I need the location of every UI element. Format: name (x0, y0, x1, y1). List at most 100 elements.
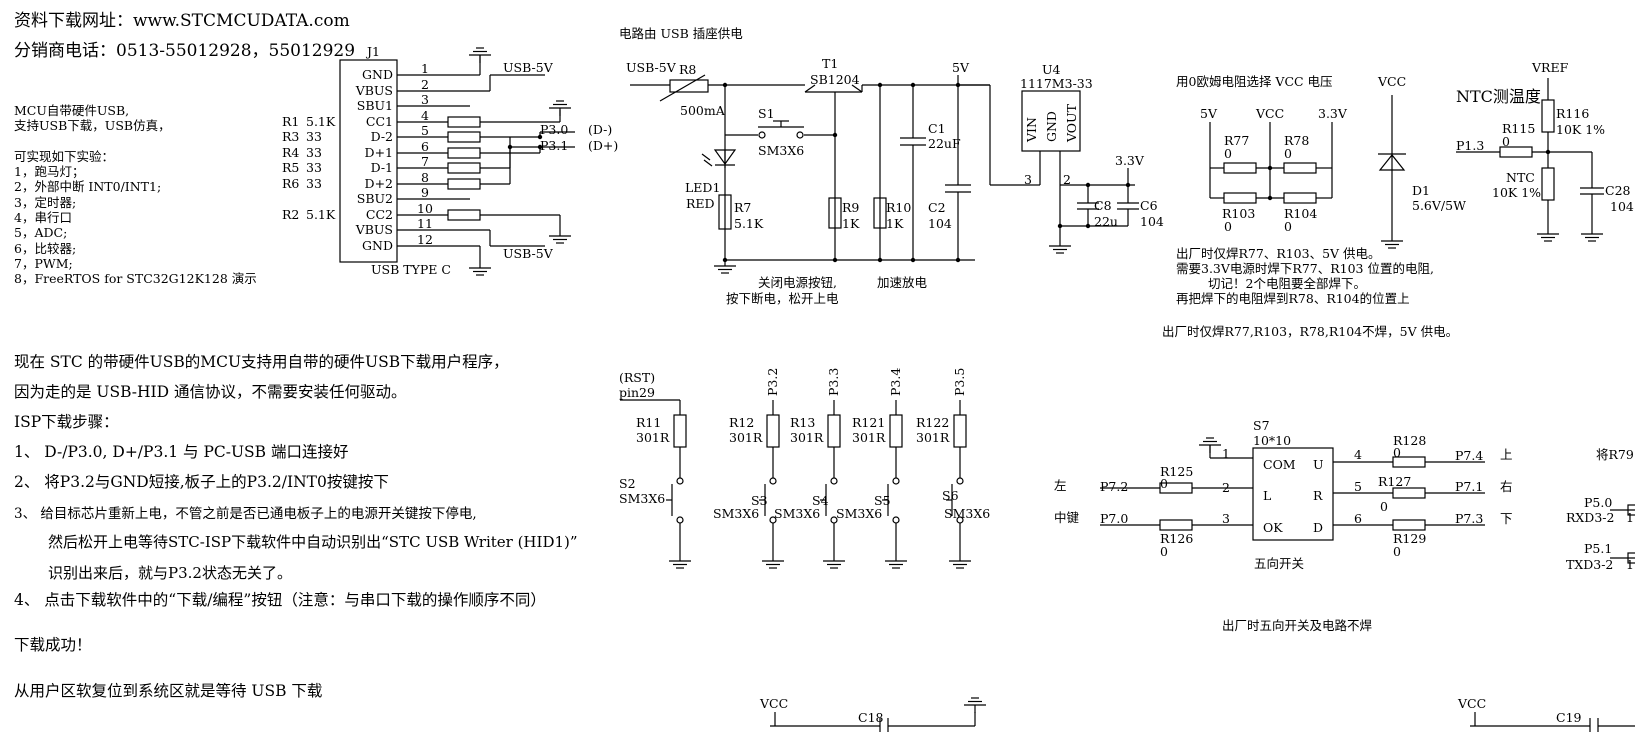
r116-val: 10K 1% (1556, 122, 1605, 137)
five-way-right: 右 (1500, 479, 1513, 494)
net-p73: P7.3 (1455, 511, 1483, 526)
r116-ref: R116 (1556, 106, 1589, 121)
five-way-down: 下 (1500, 511, 1513, 526)
mcu-note-line: 可实现如下实验： (14, 148, 115, 164)
r104-ref: R104 (1284, 206, 1317, 221)
j1-pin-label: D-2 (371, 129, 393, 144)
button-net: P3.3 (826, 368, 841, 396)
j1-ref: J1 (365, 44, 380, 59)
button-net: P3.5 (952, 368, 967, 396)
s7-pin3: 3 (1222, 511, 1230, 526)
j1-pin-label: D-1 (371, 160, 393, 175)
download-success: 下载成功！ (14, 636, 92, 654)
r8-val: 500mA (680, 103, 726, 118)
s7-ok: OK (1263, 520, 1283, 535)
j1-pin-label: GND (362, 67, 393, 82)
c2-ref: C2 (928, 200, 946, 215)
s7-r: R (1313, 488, 1323, 503)
button-resistor-ref: R13 (790, 415, 815, 430)
switch-note-1: 关闭电源按钮, (758, 275, 837, 290)
r128-ref: R128 (1393, 433, 1426, 448)
isp-step-4: 4、 点击下载软件中的“下载/编程”按钮（注意：与串口下载的操作顺序不同） (14, 591, 546, 609)
site-url: 资料下载网址：www.STCMCUDATA.com (14, 11, 350, 31)
button-resistor-val: 301R (852, 430, 886, 445)
five-way-name: 五向开关 (1254, 556, 1304, 571)
j1-pin-label: CC1 (366, 114, 393, 129)
j1-pin-number: 3 (421, 92, 429, 107)
button-switch-ref: S3 (751, 493, 768, 508)
r115-val: 0 (1502, 134, 1510, 149)
j1-pin-label: SBU2 (357, 191, 393, 206)
r77-val: 0 (1224, 146, 1232, 161)
vcc-net-33v: 3.3V (1318, 106, 1348, 121)
r78-val: 0 (1284, 146, 1292, 161)
j1-resistor-ref: R3 (282, 129, 299, 144)
j1-pin-label: D+1 (365, 145, 393, 160)
r125-ref: R125 (1160, 464, 1193, 479)
button-resistor-val: 301R (636, 430, 670, 445)
j1-resistor-ref: R5 (282, 160, 299, 175)
j1-pin-number: 10 (417, 201, 433, 216)
r126-val: 0 (1160, 544, 1168, 559)
rxd-stub: 1( (1626, 510, 1635, 525)
s7-l: L (1263, 488, 1271, 503)
mcu-note-line: 7，PWM; (14, 255, 73, 271)
led-val: RED (686, 196, 715, 211)
vcc-note-2: 需要3.3V电源时焊下R77、R103 位置的电阻, (1176, 261, 1434, 276)
bottom-vcc-2: VCC (1457, 696, 1486, 711)
button-resistor-val: 301R (729, 430, 763, 445)
u4-vout: VOUT (1064, 103, 1079, 143)
net-p74: P7.4 (1455, 448, 1483, 463)
c1-ref: C1 (928, 121, 946, 136)
r9-val: 1K (842, 216, 860, 231)
ntc-val: 10K 1% (1492, 185, 1541, 200)
j1-pin-number: 12 (417, 232, 433, 247)
j1-pin-number: 8 (421, 170, 429, 185)
button-resistor-val: 301R (916, 430, 950, 445)
s7-pin5: 5 (1354, 479, 1362, 494)
button-switch-val: SM3X6 (619, 491, 665, 506)
r103-val: 0 (1224, 219, 1232, 234)
s7-ref: S7 (1253, 418, 1270, 433)
isp-step-2: 2、 将P3.2与GND短接,板子上的P3.2/INT0按键按下 (14, 473, 389, 491)
j1-pin-number: 11 (417, 216, 433, 231)
button-switch-ref: S2 (619, 476, 636, 491)
isp-steps-title: ISP下载步骤： (14, 413, 119, 431)
j1-pin-number: 6 (421, 139, 429, 154)
net-p51: P5.1 (1584, 541, 1612, 556)
c8-ref: C8 (1094, 198, 1112, 213)
vcc-net-vcc: VCC (1255, 106, 1284, 121)
button-resistor-ref: R11 (636, 415, 661, 430)
s7-u: U (1313, 457, 1324, 472)
s7-size: 10*10 (1253, 433, 1291, 448)
download-line-2: 因为走的是 USB-HID 通信协议，不需要安装任何驱动。 (14, 383, 407, 401)
isp-step-3: 3、 给目标芯片重新上电，不管之前是否已通电板子上的电源开关键按下停电, (14, 506, 477, 522)
s7-pin4: 4 (1354, 447, 1362, 462)
j1-dplus: (D+) (588, 138, 618, 153)
txd-stub: 1( (1626, 557, 1635, 572)
net-rxd: RXD3-2 (1566, 510, 1614, 525)
t1-ref: T1 (822, 56, 838, 71)
r128-val: 0 (1393, 445, 1401, 460)
mcu-note-line: 6，比较器; (14, 240, 77, 256)
u4-ref: U4 (1042, 62, 1061, 77)
c1-val: 22uF (928, 136, 961, 151)
switch-note-2: 按下断电，松开上电 (726, 291, 839, 306)
j1-pin-number: 7 (421, 154, 429, 169)
s7-com: COM (1263, 457, 1296, 472)
button-resistor-ref: R121 (852, 415, 885, 430)
mcu-notes: MCU自带硬件USB,支持USB下载，USB仿真， 可实现如下实验：1，跑马灯；… (14, 103, 257, 287)
mcu-note-line: 1，跑马灯； (14, 164, 85, 180)
d1-net-vcc: VCC (1377, 74, 1406, 89)
c28-val: 104 (1610, 199, 1634, 214)
u4-pin2: 2 (1063, 172, 1071, 187)
power-usb5v: USB-5V (626, 60, 677, 75)
j1-resistor-val: 33 (306, 176, 322, 191)
j1-resistor-val: 33 (306, 129, 322, 144)
soft-reset-note: 从用户区软复位到系统区就是等待 USB 下载 (14, 682, 323, 700)
net-txd: TXD3-2 (1566, 557, 1613, 572)
isp-step-3b: 然后松开上电等待STC-ISP下载软件中自动识别出“STC USB Writer… (48, 533, 578, 551)
t1-val: SB1204 (810, 72, 860, 87)
button-resistor-val: 301R (790, 430, 824, 445)
j1-net-p30: P3.0 (540, 122, 568, 137)
